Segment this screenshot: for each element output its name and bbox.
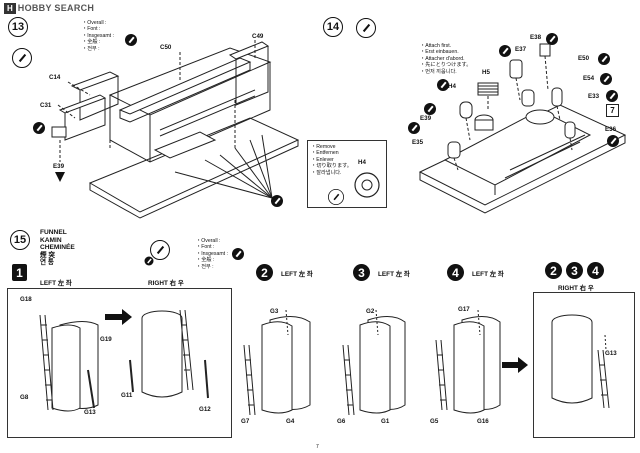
glue-icon-14a [424, 103, 436, 115]
part-label-g18: G18 [20, 296, 32, 303]
substep-4-number: 4 [447, 264, 464, 281]
part-label-h4-inset: H4 [358, 159, 366, 166]
substep-4-left-label: LEFT 左 좌 [472, 271, 504, 278]
part-label-e39: E39 [53, 163, 65, 170]
step-15-diagram [0, 309, 640, 450]
part-label-g7: G7 [241, 418, 250, 425]
glue-icon-14c [499, 45, 511, 57]
glue-icon-deck [271, 195, 283, 207]
remove-cut-icon [328, 189, 344, 205]
part-label-g19: G19 [100, 336, 112, 343]
substep-3-number: 3 [353, 264, 370, 281]
part-label-h4: H4 [448, 83, 456, 90]
part-label-c14: C14 [49, 74, 61, 81]
part-label-e38: E38 [530, 34, 542, 41]
part-ref-box-7: 7 [606, 104, 619, 117]
remove-note-box [307, 140, 387, 208]
part-label-h5: H5 [482, 69, 490, 76]
part-label-e37: E37 [515, 46, 527, 53]
part-label-g5: G5 [430, 418, 439, 425]
glue-icon-14f [600, 73, 612, 85]
part-label-g16: G16 [477, 418, 489, 425]
part-label-g13: G13 [84, 409, 96, 416]
part-label-g6: G6 [337, 418, 346, 425]
part-label-e35: E35 [412, 139, 424, 146]
glue-icon-15a [144, 256, 154, 266]
part-label-g17: G17 [458, 306, 470, 313]
glue-icon-14d [546, 33, 558, 45]
glue-icon-14i [437, 79, 449, 91]
substep-2-left-label: LEFT 左 좌 [281, 271, 313, 278]
part-marker-triangle [55, 172, 65, 182]
page-number: 7 [316, 444, 319, 450]
glue-icon-14h [607, 135, 619, 147]
step-15-number: 15 [10, 230, 30, 250]
substep-234-num-2: 2 [545, 262, 562, 279]
glue-icon-14g [606, 90, 618, 102]
substep-1-frame [7, 288, 232, 438]
part-label-e39-14: E39 [420, 115, 432, 122]
part-label-g2: G2 [366, 308, 375, 315]
part-label-g11: G11 [121, 392, 133, 399]
substep-234-right-label: RIGHT 右 우 [558, 285, 594, 292]
part-label-g13-234: G13 [605, 350, 617, 357]
substep-1-left-label: LEFT 左 좌 [40, 280, 72, 287]
step-13-number: 13 [8, 17, 28, 37]
step-13-diagram [0, 0, 310, 225]
cement-bubble-icon-14 [356, 18, 376, 38]
substep-234-frame [533, 292, 635, 438]
glue-icon-15 [232, 248, 244, 260]
cement-bubble-icon-15 [150, 240, 170, 260]
glue-icon [125, 34, 137, 46]
substep-3-left-label: LEFT 左 좌 [378, 271, 410, 278]
glue-icon-14e [598, 53, 610, 65]
substep-1-number: 1 [12, 264, 27, 281]
h4-inset-part [352, 170, 382, 200]
step-14-number: 14 [323, 17, 343, 37]
watermark-logo: H HOBBY SEARCH [4, 2, 94, 14]
part-label-c50: C50 [160, 44, 172, 51]
part-label-g8: G8 [20, 394, 29, 401]
lang-list-13: ・Overall : ・Font : ・Insgesamt : ・全般 : ・전… [82, 20, 115, 52]
lang-list-15: ・Overall : ・Font : ・Insgesamt : ・全般 : ・전… [196, 238, 229, 270]
part-label-g12: G12 [199, 406, 211, 413]
cement-bubble-icon [12, 48, 32, 68]
part-label-g4: G4 [286, 418, 295, 425]
substep-2-number: 2 [256, 264, 273, 281]
glue-icon-e39 [33, 122, 45, 134]
glue-icon-14b [408, 122, 420, 134]
part-label-c31: C31 [40, 102, 52, 109]
substep-234-num-4: 4 [587, 262, 604, 279]
part-label-g1: G1 [381, 418, 390, 425]
substep-234-num-3: 3 [566, 262, 583, 279]
substep-1-right-label: RIGHT 右 우 [148, 280, 184, 287]
watermark-text: HOBBY SEARCH [17, 3, 95, 13]
funnel-title: FUNNEL KAMIN CHEMINÉE 煙 突 연 통 [40, 229, 75, 267]
part-label-e50: E50 [578, 55, 590, 62]
remove-note: ・Remove ・Entfernen ・Enlever ・切り取ります。 ・잘라… [311, 144, 352, 176]
part-label-g3: G3 [270, 308, 279, 315]
step-14-diagram [0, 0, 640, 225]
watermark-box: H [4, 2, 16, 14]
part-label-c49: C49 [252, 33, 264, 40]
part-label-e54: E54 [583, 75, 595, 82]
attach-note: ・Attach first. ・Erst einbauen. ・Attacher… [420, 43, 472, 75]
part-label-e33: E33 [588, 93, 600, 100]
part-label-e36: E36 [605, 126, 617, 133]
